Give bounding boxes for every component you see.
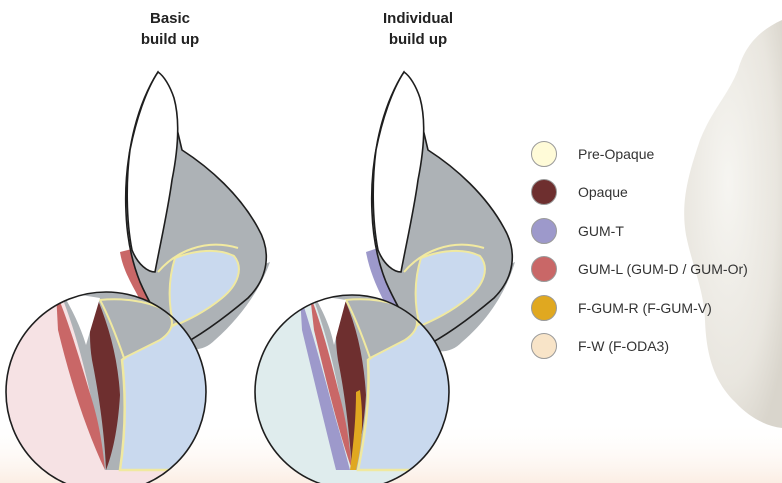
f-gum-r-swatch (531, 295, 557, 321)
legend-label: F-W (F-ODA3) (578, 338, 669, 354)
individual-build-up-heading: Individual build up (366, 8, 470, 50)
opaque-swatch (531, 179, 557, 205)
basic-heading-line2: build up (118, 29, 222, 50)
pre-opaque-swatch (531, 141, 557, 167)
legend-label: Pre-Opaque (578, 146, 654, 162)
f-w-swatch (531, 333, 557, 359)
basic-build-up-heading: Basic build up (118, 8, 222, 50)
legend-label: GUM-L (GUM-D / GUM-Or) (578, 261, 748, 277)
individual-heading-line2: build up (366, 29, 470, 50)
individual-heading-line1: Individual (366, 8, 470, 29)
basic-heading-line1: Basic (118, 8, 222, 29)
legend-label: GUM-T (578, 223, 624, 239)
gum-l-swatch (531, 256, 557, 282)
gum-t-swatch (531, 218, 557, 244)
legend-label: Opaque (578, 184, 628, 200)
legend-label: F-GUM-R (F-GUM-V) (578, 300, 712, 316)
gum-model-image (684, 20, 782, 428)
